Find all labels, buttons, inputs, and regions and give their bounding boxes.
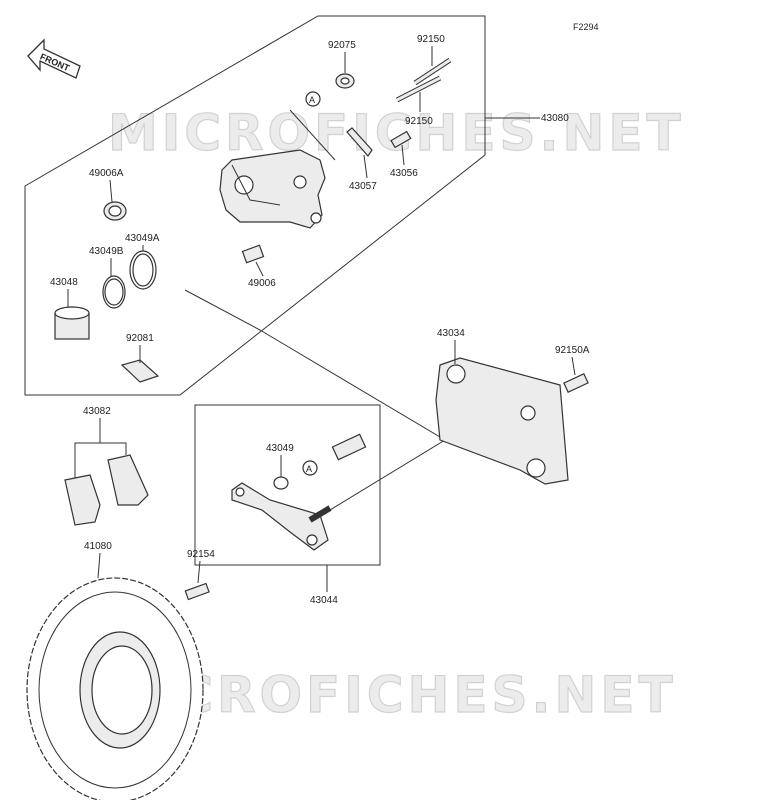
label-92150-top: 92150 bbox=[417, 34, 445, 45]
label-49006: 49006 bbox=[248, 278, 276, 289]
front-arrow-icon: FRONT bbox=[27, 38, 81, 79]
pin-bracket-lower bbox=[308, 505, 332, 523]
caliper-body bbox=[219, 149, 326, 229]
bolt-92154 bbox=[184, 582, 210, 601]
label-43080: 43080 bbox=[541, 113, 569, 124]
boot-92075 bbox=[335, 73, 355, 89]
spring-92081 bbox=[120, 359, 160, 383]
holder-43034 bbox=[435, 357, 569, 485]
watermark-top: MICROFICHES.NET bbox=[108, 104, 685, 162]
pin-92150-upper bbox=[413, 57, 452, 86]
pin-bracket bbox=[331, 433, 367, 461]
brake-pad-left bbox=[64, 474, 101, 526]
ref-marker-a-upper-label: A bbox=[309, 95, 315, 105]
label-43049A: 43049A bbox=[125, 233, 160, 244]
label-92150A: 92150A bbox=[555, 345, 590, 356]
piston-43048 bbox=[54, 306, 90, 340]
ref-marker-a-upper: A bbox=[305, 91, 321, 107]
brake-disc-41080 bbox=[26, 577, 204, 800]
ref-marker-a-lower-label: A bbox=[306, 464, 312, 474]
bolt-92150A bbox=[563, 373, 589, 393]
guide-line-a bbox=[184, 289, 446, 511]
label-43048: 43048 bbox=[50, 277, 78, 288]
label-43034: 43034 bbox=[437, 328, 465, 339]
bracket-assembly-outline bbox=[194, 404, 381, 566]
pin-92150-lower bbox=[395, 75, 442, 103]
leader-lines bbox=[67, 46, 576, 592]
label-49006A: 49006A bbox=[89, 168, 124, 179]
bleeder-valve-43056 bbox=[390, 130, 412, 149]
ref-marker-a-lower: A bbox=[302, 460, 318, 476]
boot-43049 bbox=[273, 476, 289, 490]
seal-49006A bbox=[103, 201, 127, 221]
label-43049: 43049 bbox=[266, 443, 294, 454]
guide-line-b bbox=[289, 109, 336, 161]
label-92150-mid: 92150 bbox=[405, 116, 433, 127]
caliper-assembly-outline bbox=[24, 15, 486, 396]
label-92075: 92075 bbox=[328, 40, 356, 51]
brake-pad-right bbox=[107, 454, 149, 506]
label-43049B: 43049B bbox=[89, 246, 124, 257]
seal-43049B bbox=[102, 275, 126, 309]
label-41080: 41080 bbox=[84, 541, 112, 552]
label-92154: 92154 bbox=[187, 549, 215, 560]
cover-43057 bbox=[346, 127, 373, 157]
label-43082: 43082 bbox=[83, 406, 111, 417]
label-43044: 43044 bbox=[310, 595, 338, 606]
figure-code: F2294 bbox=[573, 22, 599, 32]
label-43057: 43057 bbox=[349, 181, 377, 192]
bolt-49006 bbox=[241, 244, 265, 264]
label-92081: 92081 bbox=[126, 333, 154, 344]
bracket-43044 bbox=[231, 482, 329, 551]
seal-43049A bbox=[129, 250, 157, 290]
label-43056: 43056 bbox=[390, 168, 418, 179]
